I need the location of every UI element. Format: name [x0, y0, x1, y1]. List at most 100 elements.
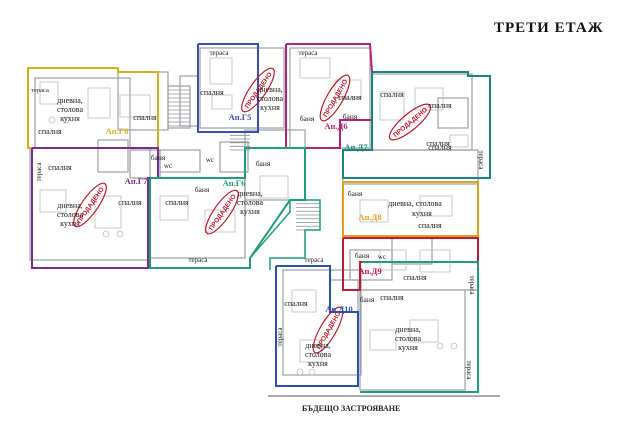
bathroom-label: баня: [355, 251, 370, 260]
living-room-label-g5: кухня: [260, 103, 280, 112]
floor-title: ТРЕТИ ЕТАЖ: [494, 20, 604, 36]
bedroom-label: спалня: [380, 90, 404, 99]
wc-label: wc: [164, 162, 172, 170]
sold-stamp-ring: [241, 67, 275, 113]
furniture-item: [259, 175, 289, 199]
stairs-south: [296, 199, 320, 231]
living-room-label-d8: дневна, столова: [388, 199, 442, 208]
bathroom-label: баня: [360, 295, 375, 304]
apartment-outline-D7: [342, 71, 491, 179]
wall: [437, 97, 469, 129]
furniture-item: [119, 94, 151, 118]
furniture-item: [87, 87, 111, 119]
furniture-item: [419, 195, 453, 217]
chair: [450, 342, 458, 350]
furniture-item: [39, 189, 67, 213]
terrace-label-vertical: тераса: [465, 360, 473, 380]
living-room-label-g6: столова: [237, 198, 264, 207]
apartment-label-D8: Ап.Д8: [358, 212, 381, 222]
living-room-label-d8-line2: кухня: [412, 209, 432, 218]
wc-label: wc: [206, 156, 214, 164]
furniture-item: [409, 319, 439, 343]
chair: [62, 116, 70, 124]
core-outline: [249, 199, 321, 270]
terrace-label: тераса: [31, 87, 49, 94]
terrace-label: тераса: [304, 256, 324, 264]
bedroom-label: спалня: [403, 273, 427, 282]
furniture-item: [299, 57, 331, 79]
furniture-item: [204, 209, 236, 233]
bathroom-label: баня: [195, 185, 210, 194]
furniture-item: [159, 195, 189, 221]
terrace-label-vertical: тераса: [477, 150, 485, 170]
terrace-label-vertical: тераса: [468, 275, 476, 295]
bedroom-label: спалня: [118, 198, 142, 207]
sold-stamp-ring: [319, 74, 351, 122]
bedroom-label: спалня: [380, 293, 404, 302]
wall: [342, 183, 479, 237]
apartment-outline-G7: [31, 147, 159, 269]
apartment-outline-G5: [197, 43, 259, 133]
terrace-label-vertical: тераса: [276, 327, 284, 347]
apartment-outline-D10: [275, 265, 359, 387]
furniture: [39, 57, 469, 376]
apartment-label-D10: Ап.Д10: [325, 304, 353, 314]
furniture-item: [209, 57, 233, 85]
stairs-core: [230, 127, 250, 151]
terrace-label: тераса: [188, 256, 208, 264]
bedroom-label: спалня: [338, 93, 362, 102]
bedroom-label: спалня: [165, 198, 189, 207]
chair: [308, 368, 316, 376]
furniture-item: [94, 195, 122, 229]
wall: [179, 75, 199, 127]
living-room-label-d10b: дневна,: [305, 341, 331, 350]
living-room-label-g7: столова: [57, 210, 84, 219]
bedroom-label: спалня: [133, 113, 157, 122]
sold-stamp-ring: [312, 306, 344, 354]
furniture-item: [414, 87, 444, 111]
bedroom-label: спалня: [284, 299, 308, 308]
future-construction-label: БЪДЕЩО ЗАСТРОЯВАНЕ: [302, 404, 401, 413]
living-room-label-g8: кухня: [60, 114, 80, 123]
sold-stamp-ring: [388, 103, 432, 141]
living-room-label-g7: кухня: [60, 219, 80, 228]
chair: [436, 342, 444, 350]
bathroom-label: баня: [348, 189, 363, 198]
chair: [48, 116, 56, 124]
terrace-label-vertical: тераса: [35, 162, 43, 182]
apartment-label-G5: Ап.Г5: [229, 112, 252, 122]
furniture-item: [291, 289, 317, 313]
bedroom-label: спалня: [38, 127, 62, 136]
furniture-item: [39, 81, 59, 105]
bedroom-label: спалня: [418, 221, 442, 230]
furniture-item: [369, 329, 397, 351]
terrace-label: тераса: [209, 49, 229, 57]
apartment-outline-D9: [342, 237, 479, 291]
living-room-label-g6: кухня: [240, 207, 260, 216]
furniture-item: [379, 91, 405, 121]
wall: [219, 141, 249, 173]
living-room-label-d10b: кухня: [308, 359, 328, 368]
bedroom-label: спалня: [428, 101, 452, 110]
furniture-item: [449, 134, 469, 148]
wall: [349, 249, 393, 281]
wc-label: wc: [378, 253, 386, 261]
wall: [97, 139, 129, 173]
furniture-item: [334, 79, 362, 99]
bathroom-label: баня: [300, 114, 315, 123]
living-room-label-d10: кухня: [398, 343, 418, 352]
furniture-item: [379, 249, 407, 271]
bedroom-label: спалня: [428, 143, 452, 152]
wall: [359, 289, 466, 391]
bathroom-label: баня: [343, 112, 358, 121]
chair: [102, 230, 110, 238]
living-room-label-g5: дневна,: [257, 85, 283, 94]
apartment-outline-G8: [27, 67, 159, 149]
apartment-label-D9: Ап.Д9: [358, 266, 381, 276]
bedroom-label: спалня: [200, 88, 224, 97]
chair: [296, 368, 304, 376]
living-room-label-g8: столова: [57, 105, 84, 114]
terrace-label: тераса: [298, 49, 318, 57]
furniture-item: [359, 199, 389, 223]
